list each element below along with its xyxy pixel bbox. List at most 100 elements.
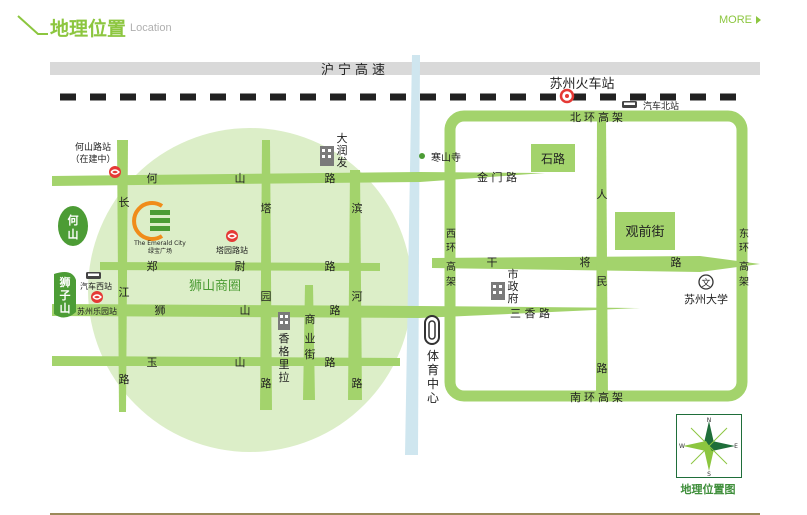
shishan-business-label: 狮山商圈 — [189, 279, 241, 294]
jinmen-road-label: 金 门 路 — [477, 170, 517, 184]
ganjiang-road-2: 路 — [671, 256, 682, 269]
city-hall-building-icon — [491, 282, 505, 300]
compass-label: 地理位置图 — [680, 483, 736, 496]
river — [405, 55, 420, 455]
shangye-street-2: 街 — [305, 347, 316, 361]
darunfa-building-icon — [320, 146, 334, 166]
zhengwei-road-2: 路 — [325, 260, 336, 273]
hanshansi-label: 寒山寺 — [431, 151, 461, 164]
binhe-road-0: 滨 — [352, 201, 363, 215]
bottom-divider — [50, 513, 760, 515]
zhengwei-road — [100, 262, 380, 271]
renmin-road — [596, 118, 608, 400]
ganjiang-road — [432, 256, 760, 272]
page-title: 地理位置 — [50, 18, 127, 40]
west-bus-label: 汽车西站 — [80, 281, 112, 291]
tayuan-road-2: 路 — [261, 377, 272, 390]
city-hall-2: 府 — [508, 291, 519, 305]
west-ring-label-1: 环 — [446, 243, 456, 254]
west-ring-label-3: 架 — [446, 276, 456, 288]
compass-w: W — [679, 443, 685, 450]
xianggelila-1: 格 — [279, 344, 290, 358]
renmin-road-0: 人 — [597, 188, 608, 201]
north-bus-icon — [622, 101, 637, 108]
yushan-road-2: 路 — [325, 356, 336, 369]
xianggelila-building-icon — [278, 312, 290, 330]
more-link[interactable]: MORE — [719, 14, 761, 26]
changjiang-road — [117, 140, 128, 412]
renmin-road-1: 民 — [597, 275, 608, 288]
wen-symbol: 文 — [701, 277, 710, 289]
stadium-1: 育 — [427, 362, 439, 377]
yushan-road-1: 山 — [235, 356, 246, 369]
darunfa-0: 大 — [337, 131, 348, 145]
suzhou-univ-label: 苏州大学 — [684, 292, 728, 306]
leyuan-station-marker — [91, 291, 103, 303]
heshan-hill-shape — [58, 206, 88, 246]
ring-road — [444, 110, 748, 402]
south-ring-label: 南环高架 — [570, 390, 626, 404]
header-decoration-icon — [17, 15, 48, 35]
railway-station-label: 苏州火车站 — [549, 76, 614, 92]
north-ring-label: 北环高架 — [570, 110, 626, 124]
shizishan-2: 山 — [60, 301, 71, 315]
hanshansi-marker — [419, 153, 425, 159]
city-hall-0: 市 — [508, 267, 519, 281]
tayuan-road — [260, 140, 272, 410]
darunfa-1: 润 — [337, 143, 348, 157]
highway-band — [50, 62, 760, 75]
heshan-road-2: 路 — [325, 172, 336, 185]
shangye-street — [303, 285, 315, 400]
heshan-road — [52, 172, 545, 186]
yushan-road-0: 玉 — [147, 356, 158, 369]
heshan-station-marker — [109, 166, 121, 178]
north-bus-label: 汽车北站 — [643, 100, 679, 112]
heshan-hill-0: 何 — [68, 213, 79, 227]
emerald-city-logo — [132, 201, 170, 241]
shangye-street-0: 商 — [305, 312, 316, 326]
xianggelila-3: 拉 — [279, 370, 290, 384]
compass-rose-icon: N S W E — [679, 417, 738, 478]
guanqian-block — [615, 212, 675, 250]
ganjiang-road-0: 干 — [487, 256, 498, 269]
stadium-0: 体 — [427, 349, 439, 363]
shilu-label: 石路 — [541, 151, 565, 166]
west-bus-icon — [86, 272, 101, 279]
changjiang-road-1: 江 — [119, 286, 130, 299]
leyuan-station-label: 苏州乐园站 — [77, 306, 117, 316]
zhengwei-road-0: 郑 — [147, 259, 158, 273]
renmin-road-2: 路 — [597, 362, 608, 375]
tayuan-station-label: 塔园路站 — [216, 245, 248, 255]
shilu-block — [531, 144, 575, 172]
shizishan-1: 子 — [60, 289, 71, 302]
shishan-road-1: 山 — [240, 304, 251, 317]
east-ring-label-3: 架 — [739, 276, 749, 288]
compass-s: S — [707, 471, 711, 477]
highway-label: 沪宁高速 — [321, 62, 389, 78]
city-hall-1: 政 — [508, 279, 519, 293]
stadium-2: 中 — [427, 376, 439, 391]
more-label: MORE — [719, 14, 752, 26]
compass: N S W E — [676, 414, 742, 478]
binhe-road — [348, 170, 362, 400]
shizishan-shape — [54, 272, 76, 318]
compass-n: N — [707, 417, 712, 424]
xianggelila-2: 里 — [279, 358, 290, 371]
shangye-street-1: 业 — [305, 332, 316, 345]
arrow-right-icon — [756, 16, 761, 25]
tayuan-road-0: 塔 — [261, 202, 272, 215]
tayuan-station-marker — [226, 230, 238, 242]
shishan-road-0: 狮 — [155, 304, 166, 317]
changjiang-road-0: 长 — [119, 196, 130, 209]
heshan-hill-1: 山 — [68, 227, 79, 241]
east-ring-label-2: 高 — [739, 260, 749, 273]
shishan-zone — [88, 128, 412, 452]
changjiang-road-2: 路 — [119, 373, 130, 386]
east-ring-label-1: 环 — [739, 243, 749, 254]
guanqianjie-label: 观前街 — [625, 224, 664, 240]
heshan-road-0: 何 — [147, 172, 158, 185]
under-construction-label: （在建中） — [70, 153, 115, 165]
binhe-road-2: 路 — [352, 377, 363, 390]
emerald-cn-label: 绿宝广场 — [148, 247, 172, 255]
